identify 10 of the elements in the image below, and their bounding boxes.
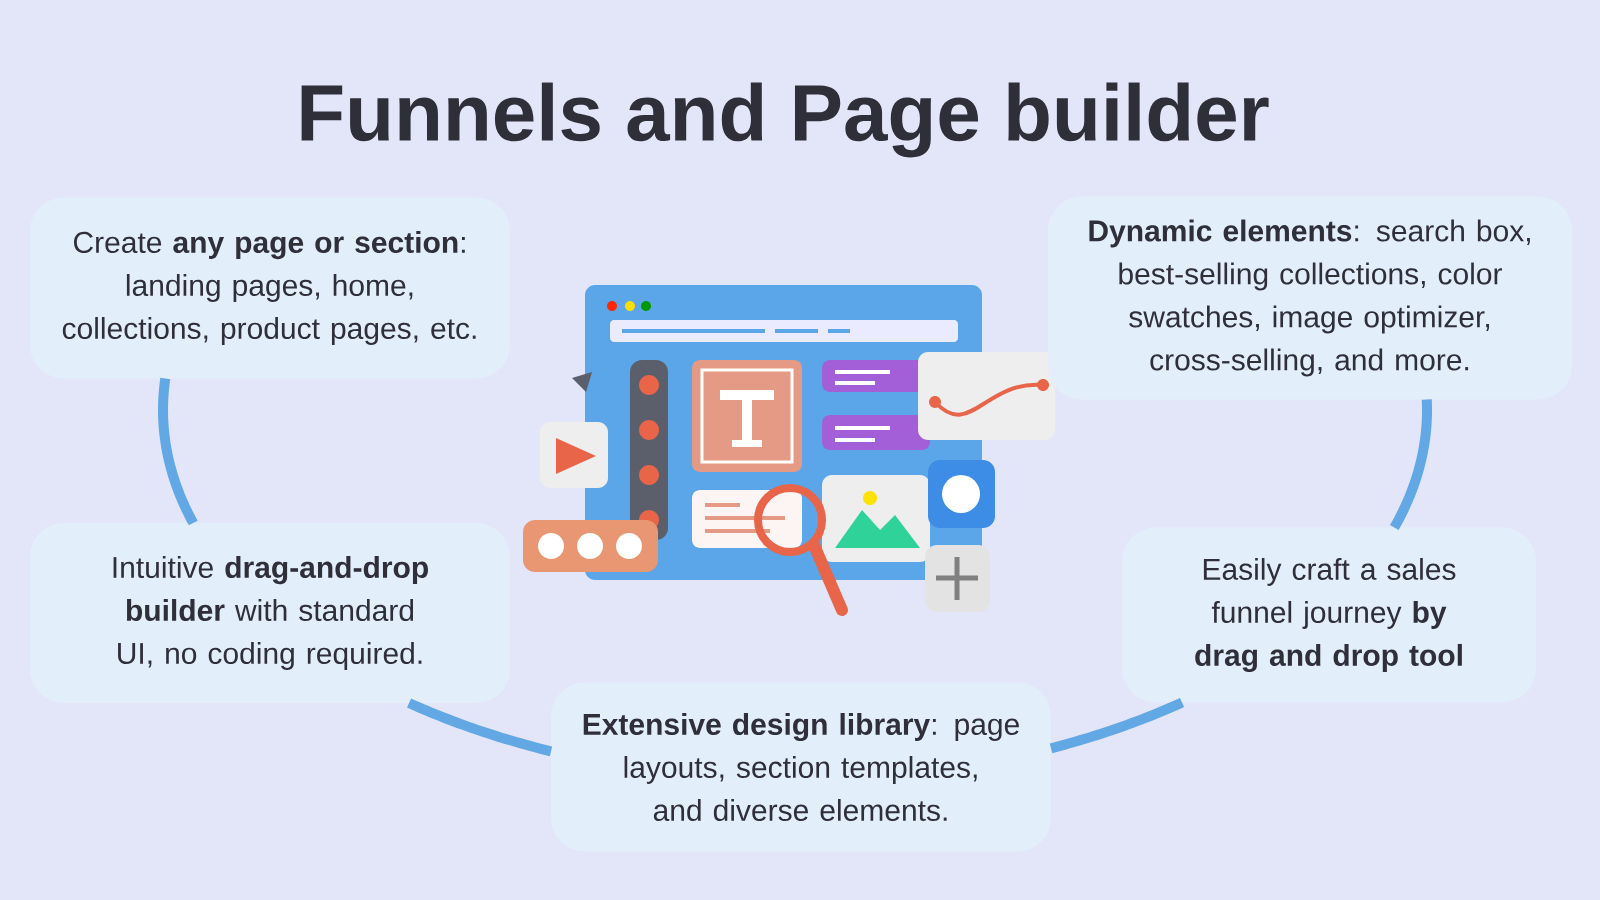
ring-arc (1389, 398, 1432, 530)
callout-box: Easily craft a sales funnel journey by drag and drop tool (1122, 527, 1536, 703)
ring-arc (1049, 697, 1185, 754)
callout-box: Create any page or section: landing pages, home, collections, product pages, etc. (30, 197, 510, 379)
callout-box: Intuitive drag-and-drop builder with standard UI, no coding required. (30, 523, 510, 703)
ring-arc (158, 377, 198, 526)
title: Funnels and Page builder (301, 82, 1269, 158)
callout-box: Extensive design library: page layouts, section templates, and diverse elements. (551, 682, 1051, 852)
ring-arc (407, 698, 553, 757)
callout-box: Dynamic elements: search box, best-selling collections, color swatches, image optimizer, cross-selling, and more. (1048, 196, 1572, 400)
